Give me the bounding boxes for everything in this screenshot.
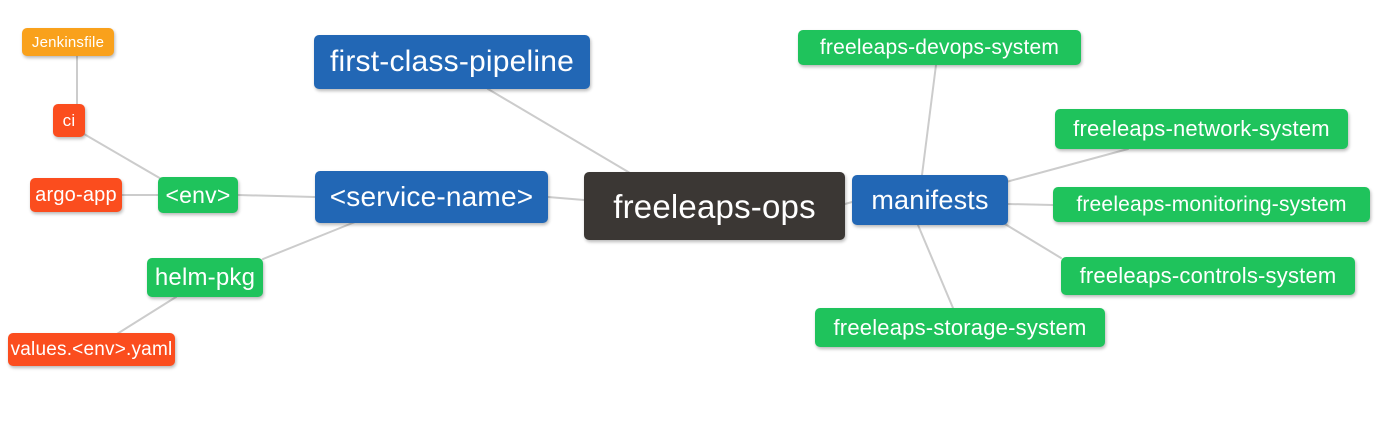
edge-manifests-controls: [999, 220, 1062, 259]
node-freeleaps-ops[interactable]: freeleaps-ops: [584, 172, 845, 240]
edge-ops-manifests: [844, 201, 853, 205]
node-values-env-yaml[interactable]: values.<env>.yaml: [8, 333, 175, 366]
edge-manifests-network: [1005, 148, 1129, 183]
node-helm-pkg[interactable]: helm-pkg: [147, 258, 263, 297]
node-network-system[interactable]: freeleaps-network-system: [1055, 109, 1348, 149]
edge-helm-pkg-service: [262, 221, 356, 260]
node-argo-app[interactable]: argo-app: [30, 178, 122, 212]
node-first-class-pipeline[interactable]: first-class-pipeline: [314, 35, 590, 89]
edge-env-service-name: [237, 194, 316, 198]
edge-manifests-monitoring: [1007, 203, 1054, 206]
edge-manifests-devops: [921, 64, 937, 176]
node-service-name[interactable]: <service-name>: [315, 171, 548, 223]
edge-service-ops: [547, 196, 585, 201]
node-ci[interactable]: ci: [53, 104, 85, 137]
node-devops-system[interactable]: freeleaps-devops-system: [798, 30, 1081, 65]
edge-values-helm-pkg: [116, 296, 177, 335]
node-monitoring-system[interactable]: freeleaps-monitoring-system: [1053, 187, 1370, 222]
edge-manifests-storage: [917, 224, 954, 309]
node-jenkinsfile[interactable]: Jenkinsfile: [22, 28, 114, 56]
node-storage-system[interactable]: freeleaps-storage-system: [815, 308, 1105, 347]
node-controls-system[interactable]: freeleaps-controls-system: [1061, 257, 1355, 295]
edge-pipeline-ops: [487, 88, 631, 174]
node-env[interactable]: <env>: [158, 177, 238, 213]
edge-ci-env: [83, 133, 164, 181]
node-manifests[interactable]: manifests: [852, 175, 1008, 225]
